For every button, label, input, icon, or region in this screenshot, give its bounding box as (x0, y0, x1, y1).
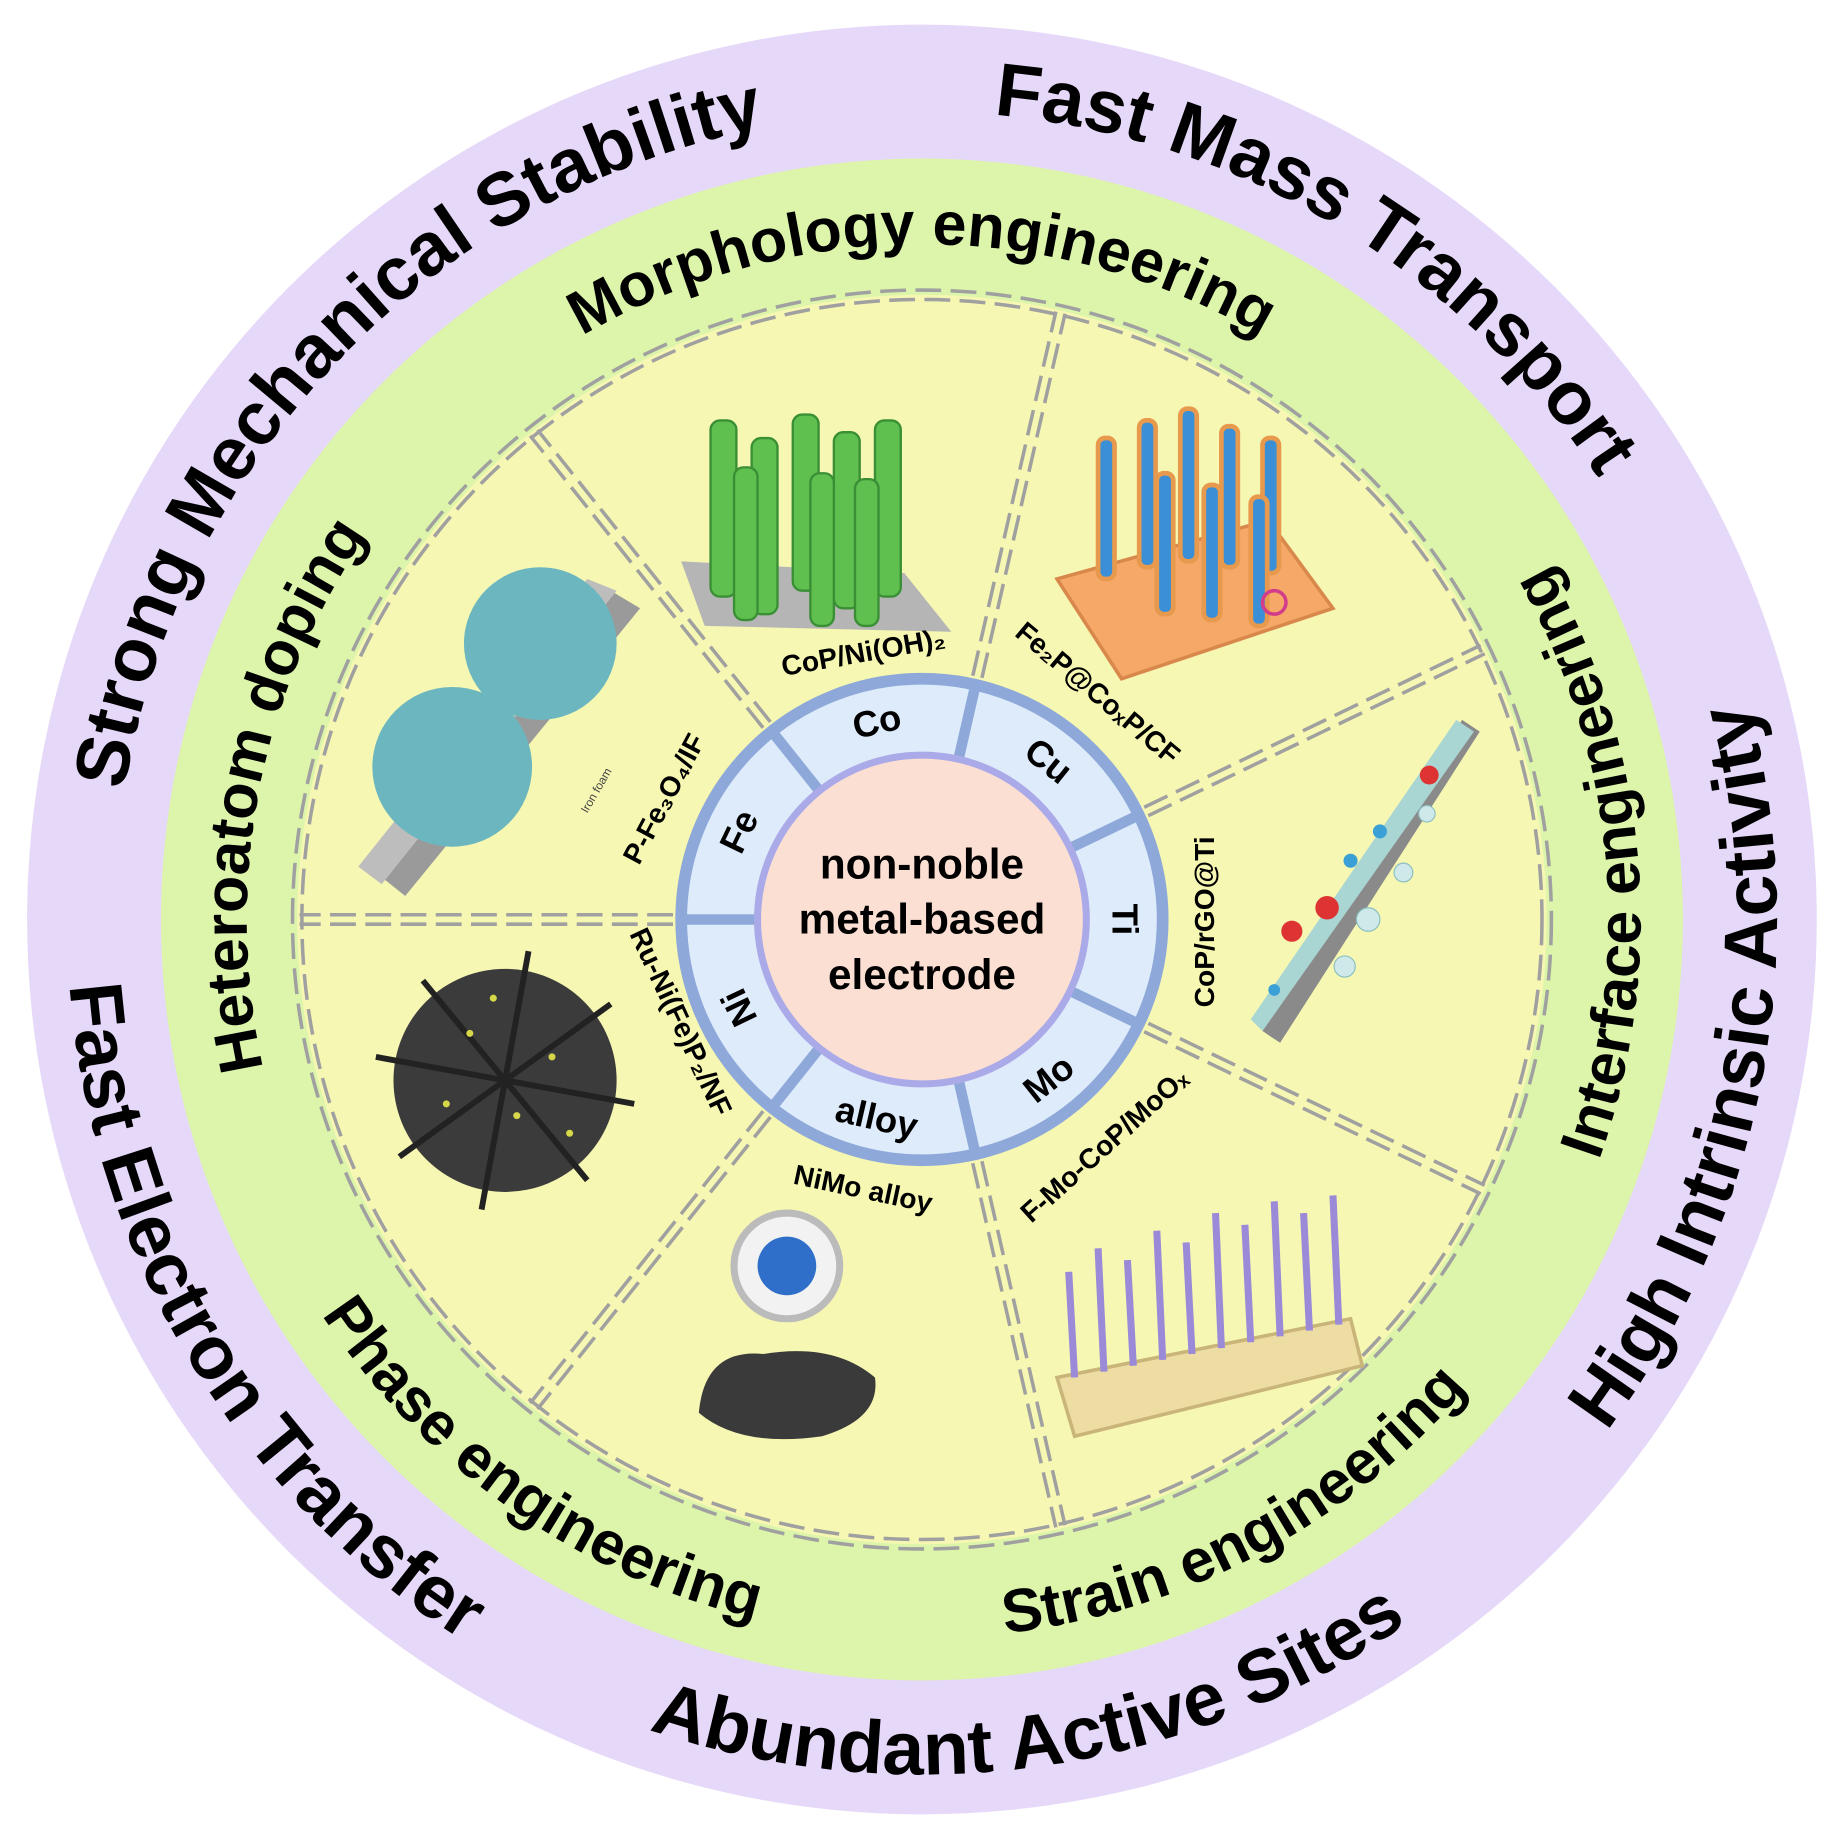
fe2p-cop-illustration (1054, 406, 1336, 681)
segment-divider (980, 313, 1067, 679)
ring-spoke (953, 1078, 981, 1156)
ring-spoke (953, 683, 981, 761)
segment-divider (1143, 1030, 1482, 1196)
coP-nioh2-illustration (681, 413, 952, 632)
dashed-border-outer (290, 288, 1554, 1551)
segment-divider (971, 1162, 1058, 1528)
segment-dividers (299, 311, 1486, 1528)
segment-divider (528, 434, 765, 729)
ring-spoke (1067, 986, 1142, 1029)
metal-ring-spokes (681, 683, 1142, 1156)
center-line-1: non-noble (820, 840, 1024, 887)
ring-spoke (1067, 810, 1142, 853)
p-fe3o4-if-illustration: Iron foam (358, 567, 641, 897)
cop-rgo-ti-illustration (1250, 719, 1480, 1043)
ring-spoke (767, 1044, 824, 1112)
nimo-alloy-illustration (698, 1209, 876, 1440)
segment-divider (536, 1115, 772, 1411)
ru-ni-fe-p2-illustration (375, 950, 635, 1211)
segment-divider (980, 1160, 1067, 1526)
sample-label: CoP/rGO@Ti (1188, 836, 1220, 1007)
segment-divider (536, 428, 772, 724)
core-circle (754, 751, 1090, 1088)
center-line-3: electrode (828, 951, 1016, 998)
segment-divider (528, 1110, 765, 1405)
metal-label-ti: Ti (1105, 904, 1146, 936)
segment-divider (1143, 643, 1482, 809)
f-mo-cop-illustration (1054, 1195, 1365, 1439)
center-line-2: metal-based (799, 896, 1046, 943)
segment-divider (1147, 652, 1486, 818)
segment-divider (971, 311, 1058, 677)
ring-spoke (767, 727, 824, 795)
dashed-border-inner (300, 297, 1544, 1542)
segment-divider (1147, 1021, 1486, 1187)
